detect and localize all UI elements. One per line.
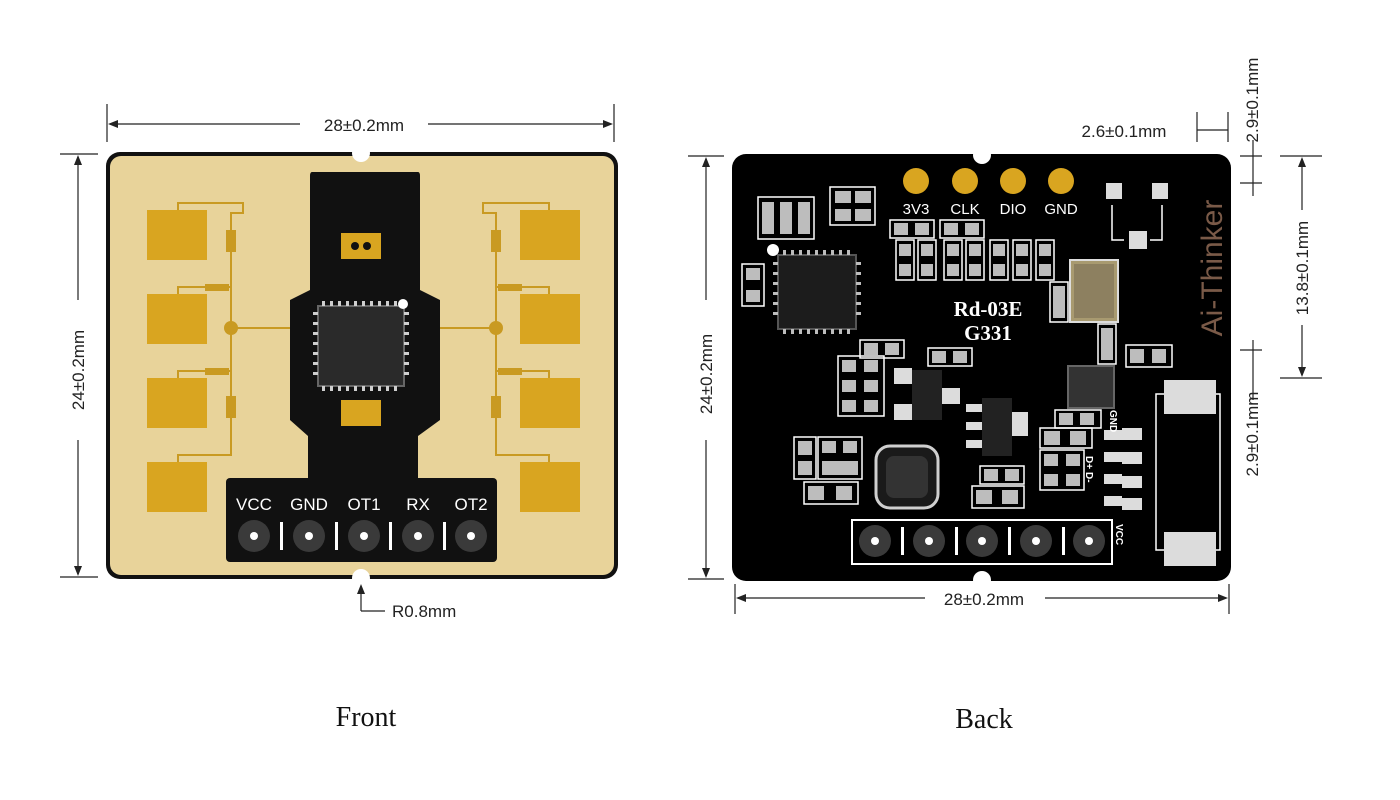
smd-components	[741, 186, 1173, 509]
header-pin-label: DIO	[1000, 201, 1027, 218]
back-board: 24±0.2mm 28±0.2mm 2.6±0.1mm 2.9±0.1mm 13…	[688, 58, 1322, 735]
front-board: 28±0.2mm 24±0.2mm	[60, 104, 618, 733]
back-height-label: 24±0.2mm	[697, 334, 716, 414]
back-pin-header	[851, 519, 1113, 565]
debug-header-pads	[903, 168, 1074, 194]
side-pin-label: D+	[1083, 456, 1094, 469]
side-pin-label: VCC	[1113, 524, 1124, 545]
header-pin-label: 3V3	[903, 201, 930, 218]
front-pin-label: OT2	[454, 495, 487, 514]
back-offset-top-label: 2.9±0.1mm	[1243, 58, 1262, 143]
front-radius-label: R0.8mm	[392, 602, 456, 621]
header-pin-label: GND	[1044, 201, 1078, 218]
front-radar-chip	[317, 305, 405, 387]
antenna-patches-left	[147, 210, 207, 512]
usb-chip	[1067, 365, 1115, 409]
code-label: G331	[964, 321, 1012, 345]
header-pin-label: CLK	[950, 201, 979, 218]
front-caption: Front	[336, 702, 397, 733]
antenna-patches-right	[520, 210, 580, 512]
ldo-chip	[982, 398, 1012, 456]
front-pin-label: VCC	[236, 495, 272, 514]
side-pin-label: GND	[1107, 410, 1118, 432]
front-height-label: 24±0.2mm	[69, 330, 88, 410]
regulator-chip	[912, 370, 942, 420]
back-width-label: 28±0.2mm	[944, 590, 1024, 609]
side-pin-label: D-	[1083, 472, 1094, 483]
model-label: Rd-03E	[954, 297, 1023, 321]
back-mid-label: 13.8±0.1mm	[1293, 221, 1312, 315]
front-pin-label: GND	[290, 495, 328, 514]
side-usb-pads	[1104, 380, 1221, 566]
back-offset-h-label: 2.6±0.1mm	[1082, 122, 1167, 141]
front-pin-label: OT1	[347, 495, 380, 514]
back-pin-pads	[859, 525, 1105, 557]
front-pin-label: RX	[406, 495, 430, 514]
front-pin-pads	[238, 520, 487, 552]
back-mcu-chip	[777, 254, 857, 330]
front-width-label: 28±0.2mm	[324, 116, 404, 135]
back-caption: Back	[955, 704, 1013, 735]
back-offset-bottom-label: 2.9±0.1mm	[1243, 392, 1262, 477]
brand-label: Ai-Thinker	[1196, 200, 1229, 337]
